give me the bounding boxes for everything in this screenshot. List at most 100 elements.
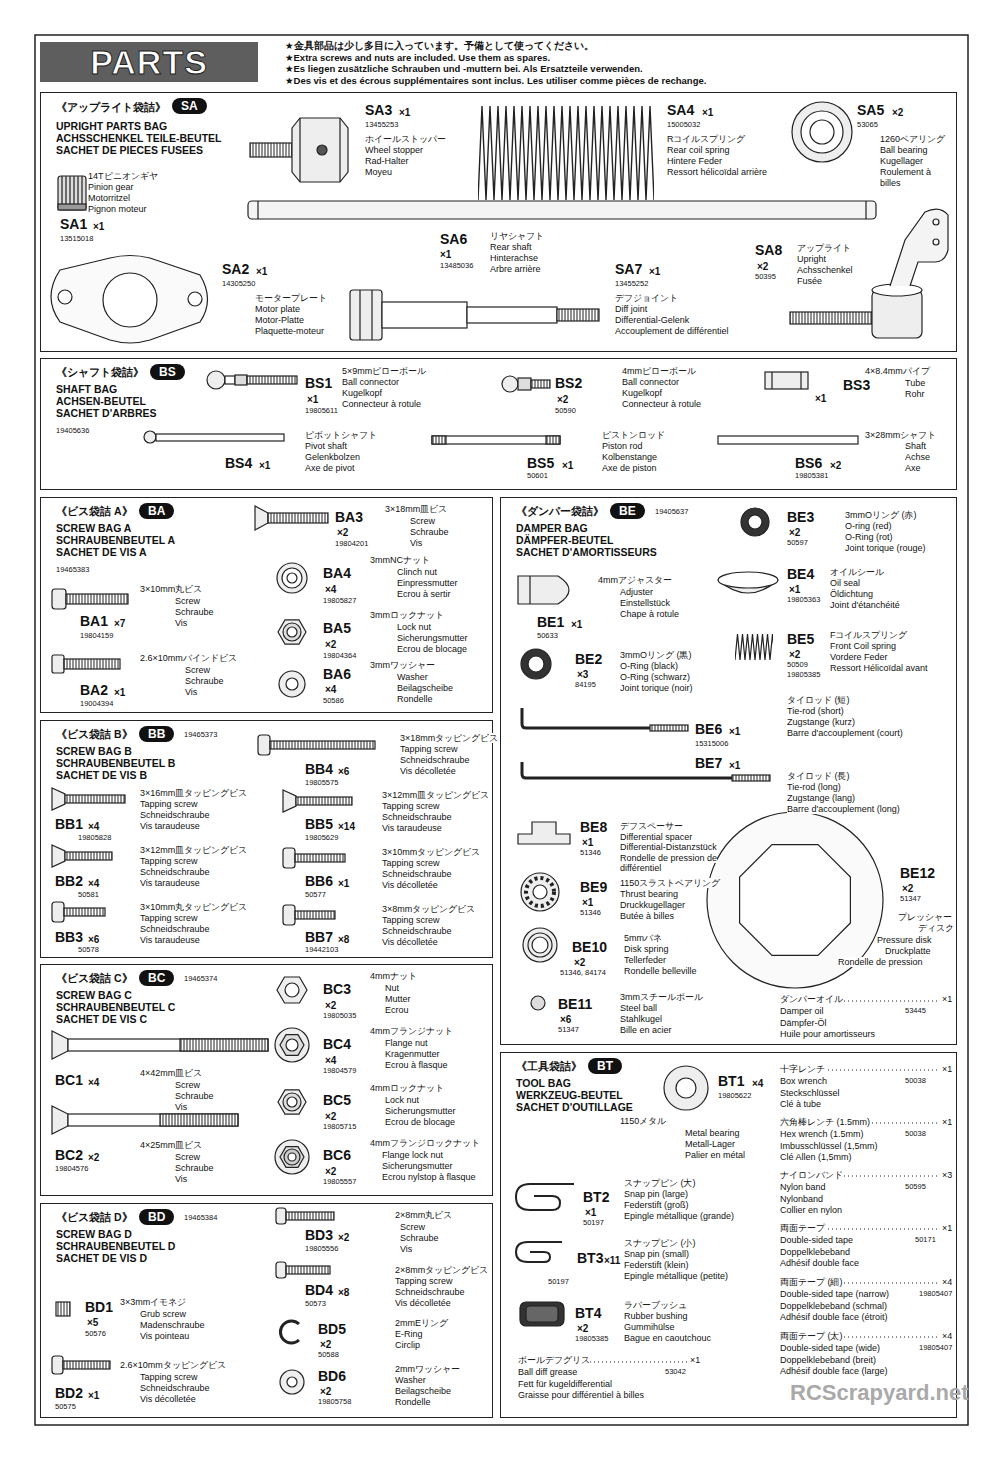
metal-bearing	[664, 1066, 708, 1110]
part-number: 19805385	[787, 671, 820, 680]
quantity: ×2	[789, 527, 800, 539]
part-name: Thrust bearing	[620, 889, 678, 899]
disk-spring	[523, 928, 557, 962]
part-name: Rubber bushing	[624, 1311, 688, 1321]
part-name: Hintere Feder	[667, 156, 722, 166]
screw	[52, 655, 120, 673]
part-name: Double-sided tape (narrow)	[780, 1289, 889, 1299]
adjuster	[518, 576, 569, 604]
part-code: BE9	[580, 880, 607, 895]
part-number: 50597	[787, 539, 808, 548]
part-name: Kugellager	[880, 156, 923, 166]
tapping-screw	[283, 905, 295, 925]
part-code: BE12	[900, 866, 935, 881]
part-name: プレッシャー	[898, 912, 952, 922]
part-name: Lock nut	[397, 622, 431, 632]
part-code: BC4	[323, 1037, 351, 1052]
flange-nut	[275, 1028, 309, 1062]
part-number: 19805575	[305, 779, 338, 788]
shaft	[718, 436, 858, 444]
quantity: ×1	[399, 107, 410, 119]
pinion-gear	[58, 204, 86, 210]
part-name: Clé Allen (1,5mm)	[780, 1152, 852, 1162]
part-name: リヤシャフト	[490, 231, 544, 241]
part-name: Axe de pivot	[305, 463, 355, 473]
o-ring	[748, 515, 762, 529]
part-name: Rear shaft	[490, 242, 532, 252]
part-number: 19805363	[787, 596, 820, 605]
part-name: Double-sided tape (wide)	[780, 1343, 880, 1353]
part-name: スナップピン (大)	[624, 1178, 696, 1188]
part-name: Nut	[385, 983, 399, 993]
flange-lock-nut	[280, 1147, 304, 1168]
part-name: Diff joint	[615, 304, 647, 314]
part-name: Ecrou	[385, 1005, 409, 1015]
part-name: Schraube	[185, 676, 224, 686]
part-name: タイロッド (短)	[787, 695, 850, 705]
bag-heading: SCHRAUBENBEUTEL A	[56, 534, 175, 546]
flange-nut	[280, 1035, 304, 1056]
countersunk-screw	[52, 1031, 68, 1059]
part-code: BB6	[305, 874, 333, 889]
pivot-shaft	[144, 431, 156, 443]
part-name: Vis	[185, 687, 197, 697]
part-code: BT2	[583, 1190, 609, 1205]
part-name: Fコイルスプリング	[830, 630, 908, 640]
part-name: Snap pin (large)	[624, 1189, 688, 1199]
bag-heading: SHAFT BAG	[56, 383, 117, 395]
part-name: Gummihülse	[624, 1322, 675, 1332]
part-name: Pinion gear	[88, 182, 134, 192]
quantity: ×4	[752, 1078, 763, 1090]
part-name: Epingle métallique (grande)	[624, 1211, 734, 1221]
bag-badge: BD	[139, 1209, 174, 1225]
flange-nut	[286, 1039, 298, 1051]
part-name: Pignon moteur	[88, 204, 147, 214]
part-name: 2.6×10mmバインドビス	[140, 653, 237, 663]
tapping-screw	[283, 848, 345, 868]
part-code: BE2	[575, 652, 602, 667]
o-ring	[521, 649, 551, 679]
tapping-screw	[283, 790, 296, 812]
part-name: ×1	[942, 1117, 952, 1127]
part-name: Washer	[395, 1375, 426, 1385]
part-name: Joint torique (noir)	[620, 683, 693, 693]
part-number: 19804579	[323, 1067, 356, 1076]
part-number: 50577	[305, 891, 326, 900]
part-name: Schraube	[400, 1233, 439, 1243]
part-name: Vis décolletée	[400, 766, 456, 776]
tie-rod	[522, 708, 688, 731]
part-name: Epingle métallique (petite)	[624, 1271, 728, 1281]
part-name: Öldichtung	[830, 589, 873, 599]
quantity: ×2	[577, 1323, 588, 1335]
quantity: ×1	[440, 249, 451, 261]
screw	[276, 1208, 334, 1224]
screw	[52, 589, 66, 609]
part-name: オイルシール	[830, 567, 884, 577]
part-number: 50509	[787, 661, 808, 670]
part-name: ピボットシャフト	[305, 430, 377, 440]
quantity: ×4	[325, 684, 336, 696]
part-name: 2mmワッシャー	[395, 1364, 460, 1374]
bag-heading: 《シャフト袋詰》	[56, 366, 144, 378]
quantity: ×1	[338, 878, 349, 890]
part-name: 3mmスチールボール	[620, 992, 703, 1002]
part-name: 4×42mm皿ビス	[140, 1068, 202, 1078]
part-name: 3mmOリング (黒)	[620, 650, 692, 660]
part-name: 4mmアジャスター	[598, 575, 672, 585]
ball-connector	[225, 376, 235, 384]
part-code: BT3	[577, 1251, 603, 1266]
part-name: Differential-Gelenk	[615, 315, 689, 325]
part-number: 50038	[905, 1130, 926, 1139]
flange-lock-nut	[284, 1149, 300, 1165]
quantity: ×4	[88, 821, 99, 833]
quantity: ×2	[892, 107, 903, 119]
quantity: ×2	[325, 1111, 336, 1123]
part-code: BS1	[305, 376, 332, 391]
washer	[280, 1370, 304, 1394]
part-name: O-Ring (black)	[620, 661, 678, 671]
part-number: 50576	[85, 1330, 106, 1339]
o-ring	[521, 649, 551, 679]
part-code: BE5	[787, 632, 814, 647]
tapping-screw	[52, 845, 65, 867]
bag-heading: SACHET DE PIECES FUSEES	[56, 144, 203, 156]
